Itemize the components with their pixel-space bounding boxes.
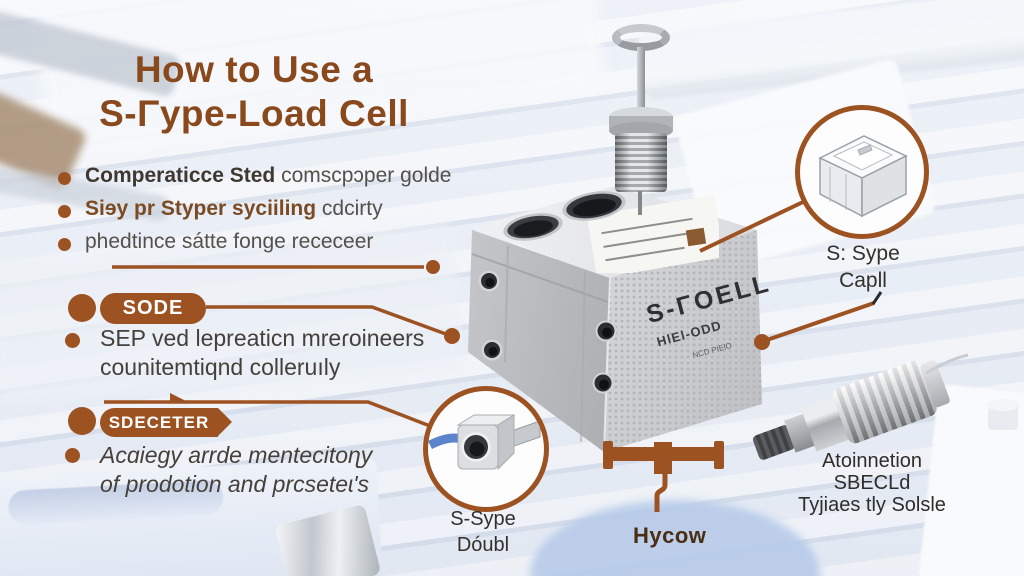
doubl-label-line1: S-Sype — [450, 508, 516, 530]
device-top-hole-right — [562, 191, 626, 221]
load-cell-device: S-ΓOELL HlEl-ODD NCD PIElO — [440, 175, 780, 475]
bg-right-box-cap-top — [986, 399, 1020, 411]
list-item: phedtince sátte fonge receceer — [58, 230, 488, 254]
leader-flag — [170, 393, 190, 403]
bullet-dot-icon — [65, 333, 80, 348]
callout-circle-cap — [795, 105, 929, 239]
sode-left-dot — [68, 294, 96, 322]
leader-line-sdeceter — [104, 400, 431, 428]
page-title: How to Use a S-Γype-Load Cell — [52, 48, 456, 137]
sdeceter-left-dot — [68, 407, 96, 435]
doubl-callout-label: S-Sype Dóubl — [420, 506, 546, 558]
device-top-hole-left — [503, 213, 563, 241]
cap-label-line2: Capll — [839, 269, 887, 293]
bullet-dot-icon — [65, 448, 80, 463]
device-bolt-holes — [478, 270, 617, 394]
cable-cube-fitting-icon — [428, 414, 541, 471]
section-tag-sode: SODE — [100, 293, 206, 324]
bullet-dot-icon — [58, 238, 71, 251]
iso-box-drawing-icon — [818, 135, 908, 218]
bullet-bold-text: Comperaticce Sted — [85, 164, 276, 187]
sode-text-line1: SEP ved lepreaticn mreɾoineers — [100, 325, 425, 351]
bullet-rest-text: phedtince sátte fonge receceer — [85, 230, 374, 253]
bullet-dot-icon — [58, 172, 71, 185]
connector-label-line1: Atoinnetion — [821, 450, 923, 472]
eye-bolt-thread — [615, 133, 667, 192]
callout-circle-doubl — [423, 386, 549, 512]
eye-bolt-rod — [638, 191, 642, 215]
title-line-2: S-Γype-Load Cell — [99, 93, 409, 135]
leader-nib — [871, 291, 883, 305]
hook-symbol-icon — [603, 441, 724, 512]
title-line-1: How to Use a — [134, 49, 374, 90]
bullet-rest-text: cdcirty — [316, 197, 383, 220]
sdeceter-text-line2: of prodotion and prcseteɩ's — [100, 471, 370, 497]
bullet-dot-icon — [58, 205, 71, 218]
intro-bullet-list: Comperaticce Sted comscpɔper golde Siɘy … — [58, 164, 488, 263]
leader-line-sode — [206, 305, 455, 339]
bullet-bold-text: Siɘy pr Styper syciiling — [85, 197, 317, 220]
bullet-rest-text: comscpɔper golde — [275, 164, 452, 187]
connector-label-line2: SBECLd — [833, 472, 911, 494]
cap-callout-label: S: Sype Capll — [800, 240, 926, 295]
sode-section-text: SEP ved lepreaticn mreɾoineers counitemt… — [100, 324, 424, 382]
leader-line-capll — [763, 301, 875, 343]
cap-label-line1: S: Sype — [826, 242, 900, 265]
sode-text-line2: counitemtiqnd colleruıly — [100, 354, 341, 380]
doubl-label-line2: Dóubl — [456, 534, 510, 556]
list-item: Siɘy pr Styper syciiling cdcirty — [58, 197, 488, 221]
hycow-label: Hycow — [633, 523, 707, 548]
connector-callout-label: Atoinnetion SBECLd Tyjiaes tly Solsle — [772, 450, 972, 516]
section-tag-sdeceter: SDECETER — [100, 408, 232, 437]
eye-bolt-stem — [637, 47, 645, 111]
sdeceter-text-line1: Acɑiegy arrde mentecitoɳy — [100, 442, 373, 468]
list-item: Comperaticce Sted comscpɔper golde — [58, 164, 488, 188]
leader-line-cap-circle — [699, 200, 804, 253]
connector-label-line3: Tyjiaes tly Solsle — [798, 494, 946, 516]
connector-cable — [925, 353, 969, 375]
sdeceter-section-text: Acɑiegy arrde mentecitoɳy of prodotion a… — [100, 441, 372, 499]
